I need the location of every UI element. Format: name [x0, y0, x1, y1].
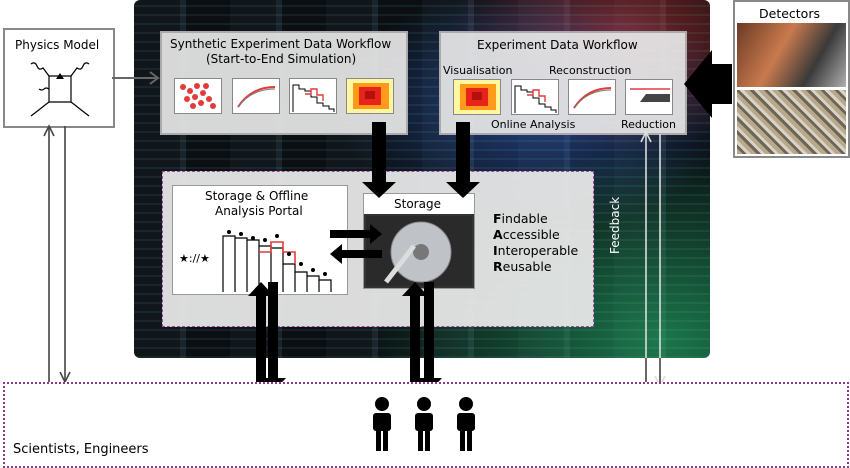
person-icon [457, 397, 475, 451]
feedback-arrows [640, 130, 666, 388]
scientists-to-storage-arrow [402, 282, 428, 392]
storage-to-portal-arrow [330, 244, 382, 264]
storage-title: Storage [394, 197, 441, 211]
heatmap-thumbnail [346, 78, 394, 114]
physics-model-title: Physics Model [15, 38, 100, 52]
experiment-to-storage-arrow [446, 122, 480, 198]
synthetic-to-storage-arrow [362, 122, 396, 198]
experiment-workflow-title: Experiment Data Workflow [477, 38, 638, 52]
scientists-engineers-box: Scientists, Engineers [3, 382, 849, 468]
portal-title-1: Storage & Offline [205, 189, 309, 203]
portal-histogram-icon [222, 230, 332, 292]
detectors-to-experiment-arrow [684, 50, 732, 118]
detectors-title: Detectors [759, 6, 820, 21]
exp-track-curve-thumbnail [568, 79, 616, 115]
person-icon [415, 397, 433, 451]
reduction-label: Reduction [621, 118, 676, 131]
synthetic-workflow-title-1: Synthetic Experiment Data Workflow [170, 37, 392, 51]
model-to-synthetic-arrow [112, 71, 160, 85]
reduction-thumbnail [625, 79, 673, 115]
storage-title-bar [364, 194, 474, 214]
online-analysis-label: Online Analysis [491, 118, 576, 131]
portal-title-2: Analysis Portal [215, 204, 303, 218]
track-curve-thumbnail [232, 78, 280, 114]
visualisation-label: Visualisation [443, 64, 513, 77]
fair-principles: Findable Accessible Interoperable Reusab… [493, 211, 579, 274]
scientists-label: Scientists, Engineers [13, 442, 149, 457]
storage-box: Storage [363, 193, 475, 289]
exp-histogram-thumbnail [511, 79, 559, 115]
analysis-portal-box: Storage & Offline Analysis Portal ★://★ [172, 185, 348, 295]
experiment-workflow-panel: Experiment Data Workflow Visualisation R… [439, 31, 687, 135]
detectors-box: Detectors [733, 0, 850, 158]
portal-to-scientists-arrow [260, 282, 286, 392]
scatter-thumbnail [174, 78, 222, 114]
model-scientists-arrows [43, 124, 71, 384]
scientists-to-portal-arrow [248, 282, 274, 392]
hard-disk-icon [366, 216, 472, 286]
people-icons [373, 397, 475, 451]
portal-url-glyph: ★://★ [179, 252, 210, 265]
detector-photo-top [737, 23, 846, 87]
person-icon [373, 397, 391, 451]
exp-heatmap-thumbnail [453, 79, 501, 115]
detector-photo-bottom [737, 90, 846, 154]
storage-to-scientists-arrow [416, 282, 442, 392]
feynman-diagram-icon [30, 62, 90, 117]
synthetic-workflow-title-2: (Start-to-End Simulation) [206, 52, 357, 66]
portal-to-storage-arrow [330, 224, 382, 244]
synthetic-workflow-panel: Synthetic Experiment Data Workflow (Star… [160, 31, 408, 135]
reconstruction-label: Reconstruction [549, 64, 632, 77]
histogram-thumbnail [289, 78, 337, 114]
